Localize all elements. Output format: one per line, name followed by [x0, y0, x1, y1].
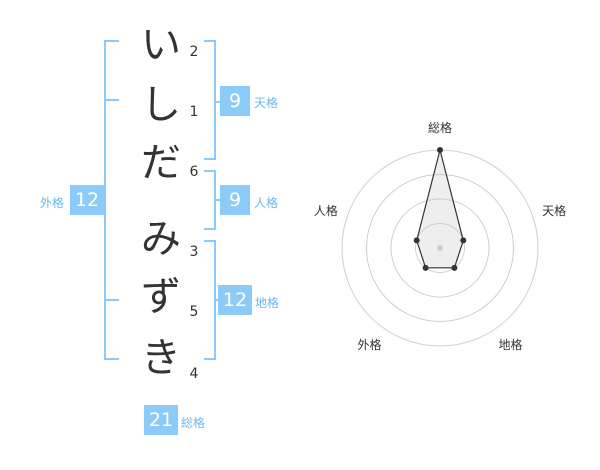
radar-point-1: [437, 147, 443, 153]
radar-axis-label-3: 地格: [499, 337, 523, 352]
name-char-3: だ: [141, 140, 181, 186]
name-char-6: き: [141, 335, 181, 381]
soukaku-label: 総格: [181, 416, 206, 430]
stroke-count-2: 1: [189, 104, 199, 120]
jinkaku-bracket: [204, 170, 216, 230]
tenkaku-connector: [216, 101, 222, 103]
stroke-count-3: 6: [189, 164, 199, 180]
radar-polygon: [416, 149, 464, 269]
jinkaku-label: 人格: [254, 196, 279, 210]
tenkaku-value: 9: [220, 86, 250, 116]
radar-ring: [415, 223, 465, 273]
stroke-count-5: 5: [189, 304, 199, 320]
radar-point-3: [451, 264, 458, 271]
tenkaku-label: 天格: [254, 96, 279, 110]
name-char-4: み: [141, 216, 181, 262]
chikaku-label: 地格: [255, 296, 280, 310]
jinkaku-value: 9: [220, 185, 250, 215]
chikaku-bracket: [204, 240, 216, 360]
radar-center-dot: [437, 245, 443, 251]
radar-point-5: [413, 237, 420, 244]
stroke-count-1: 2: [189, 44, 199, 60]
radar-point-4: [422, 264, 429, 271]
gaikaku-bracket-tick: [104, 99, 119, 101]
gaikaku-label: 外格: [40, 196, 65, 210]
radar-axis-label-4: 外格: [357, 337, 381, 352]
stroke-count-6: 4: [189, 366, 199, 382]
name-char-2: し: [141, 82, 181, 128]
radar-point-2: [460, 237, 467, 244]
radar-axis-label-1: 総格: [428, 120, 452, 135]
gaikaku-value: 12: [70, 185, 104, 215]
tenkaku-bracket: [204, 40, 216, 160]
gaikaku-bracket: [104, 40, 119, 360]
name-char-1: い: [141, 22, 181, 68]
radar-ring: [366, 174, 514, 322]
radar-axis-label-5: 人格: [314, 203, 338, 218]
chikaku-value: 12: [218, 285, 252, 315]
stroke-count-4: 3: [189, 244, 199, 260]
radar-ring: [390, 198, 490, 298]
jinkaku-connector: [216, 199, 222, 201]
gaikaku-bracket-tick: [104, 299, 119, 301]
name-char-5: ず: [141, 274, 181, 320]
radar-axis-label-2: 天格: [542, 203, 566, 218]
soukaku-value: 21: [144, 405, 178, 435]
